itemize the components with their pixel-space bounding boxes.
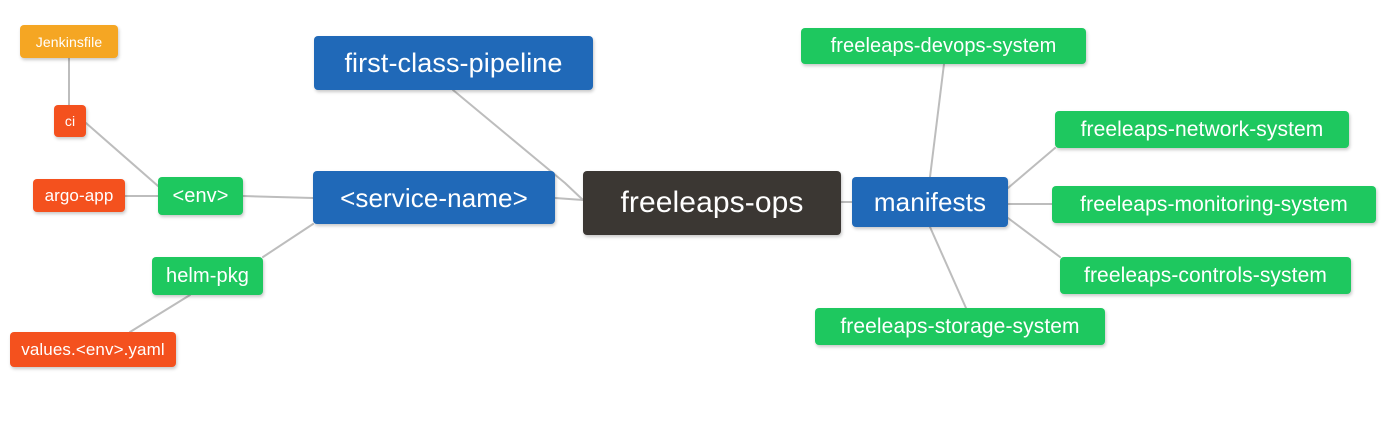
node-freeleaps-network-system[interactable]: freeleaps-network-system — [1055, 111, 1349, 148]
node-label-first-class-pipeline: first-class-pipeline — [344, 47, 563, 78]
node-label-freeleaps-devops-system: freeleaps-devops-system — [830, 35, 1057, 57]
edge-manifests-to-freeleaps-devops-system — [929, 63, 945, 178]
edge-env-to-ci — [85, 122, 159, 187]
node-label-argo-app: argo-app — [44, 186, 114, 205]
node-freeleaps-devops-system[interactable]: freeleaps-devops-system — [801, 28, 1086, 64]
edge-service-name-to-helm-pkg — [262, 223, 314, 258]
node-label-freeleaps-storage-system: freeleaps-storage-system — [840, 315, 1080, 338]
node-label-env: <env> — [172, 185, 229, 207]
node-label-jenkinsfile: Jenkinsfile — [35, 33, 103, 50]
edge-root-to-service-name — [554, 197, 584, 201]
node-label-freeleaps-controls-system: freeleaps-controls-system — [1084, 264, 1327, 287]
node-manifests[interactable]: manifests — [852, 177, 1008, 227]
node-label-freeleaps-monitoring-system: freeleaps-monitoring-system — [1080, 193, 1348, 216]
edge-helm-pkg-to-values-env-yaml — [129, 294, 191, 333]
node-label-helm-pkg: helm-pkg — [165, 265, 250, 287]
node-freeleaps-controls-system[interactable]: freeleaps-controls-system — [1060, 257, 1351, 294]
edge-manifests-to-freeleaps-network-system — [1007, 147, 1056, 189]
node-label-manifests: manifests — [873, 187, 987, 217]
node-label-service-name: <service-name> — [340, 182, 528, 213]
node-helm-pkg[interactable]: helm-pkg — [152, 257, 263, 295]
edge-service-name-to-env — [242, 195, 314, 199]
edge-manifests-to-freeleaps-controls-system — [1007, 217, 1061, 258]
node-label-root: freeleaps-ops — [620, 186, 804, 219]
node-freeleaps-storage-system[interactable]: freeleaps-storage-system — [815, 308, 1105, 345]
node-service-name[interactable]: <service-name> — [313, 171, 555, 224]
node-freeleaps-monitoring-system[interactable]: freeleaps-monitoring-system — [1052, 186, 1376, 223]
node-jenkinsfile[interactable]: Jenkinsfile — [20, 25, 118, 58]
node-argo-app[interactable]: argo-app — [33, 179, 125, 212]
node-label-values-env-yaml: values.<env>.yaml — [21, 340, 165, 359]
edge-manifests-to-freeleaps-storage-system — [929, 226, 967, 309]
node-ci[interactable]: ci — [54, 105, 86, 137]
node-label-freeleaps-network-system: freeleaps-network-system — [1080, 118, 1324, 141]
node-first-class-pipeline[interactable]: first-class-pipeline — [314, 36, 593, 90]
node-env[interactable]: <env> — [158, 177, 243, 215]
node-label-ci: ci — [64, 113, 76, 129]
node-root[interactable]: freeleaps-ops — [583, 171, 841, 235]
node-values-env-yaml[interactable]: values.<env>.yaml — [10, 332, 176, 367]
